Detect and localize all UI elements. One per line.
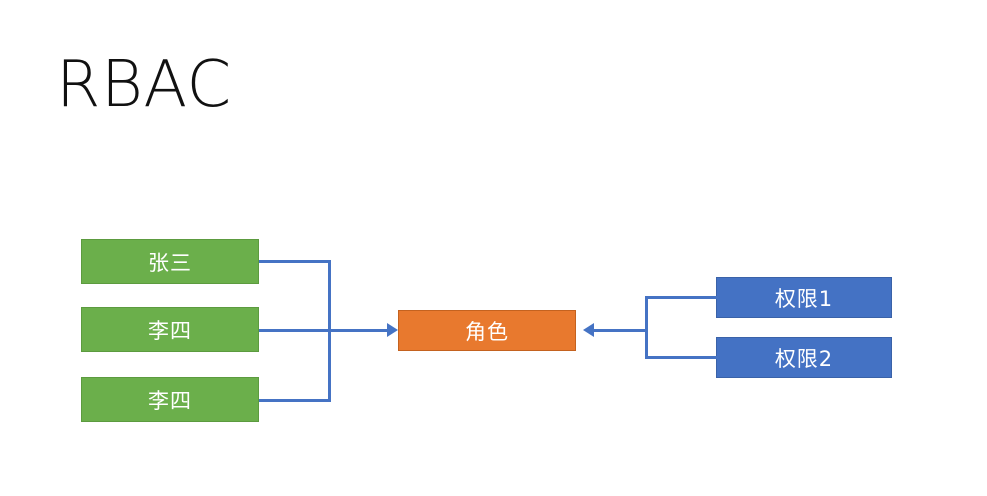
connector-permission1-horizontal (645, 296, 718, 299)
arrowhead-users-to-role (387, 323, 398, 337)
connector-permissions-trunk-vertical (645, 296, 648, 359)
connector-permissions-to-role-shaft (594, 329, 647, 332)
connector-users-to-role-shaft (328, 329, 390, 332)
connector-user1-horizontal (259, 260, 331, 263)
role-box-label: 角色 (465, 319, 509, 344)
connector-user2-horizontal (259, 329, 331, 332)
permission-box-1-label: 权限1 (774, 286, 834, 311)
permission-box-2[interactable]: 权限2 (716, 337, 892, 378)
user-box-1[interactable]: 张三 (81, 239, 259, 284)
user-box-1-label: 张三 (148, 250, 192, 275)
page-title: RBAC (56, 48, 232, 122)
user-box-3[interactable]: 李四 (81, 377, 259, 422)
user-box-2-label: 李四 (148, 318, 192, 343)
permission-box-1[interactable]: 权限1 (716, 277, 892, 318)
user-box-2[interactable]: 李四 (81, 307, 259, 352)
connector-user3-horizontal (259, 399, 331, 402)
arrowhead-permissions-to-role (583, 323, 594, 337)
user-box-3-label: 李四 (148, 388, 192, 413)
connector-permission2-horizontal (645, 356, 718, 359)
role-box[interactable]: 角色 (398, 310, 576, 351)
permission-box-2-label: 权限2 (774, 346, 834, 371)
